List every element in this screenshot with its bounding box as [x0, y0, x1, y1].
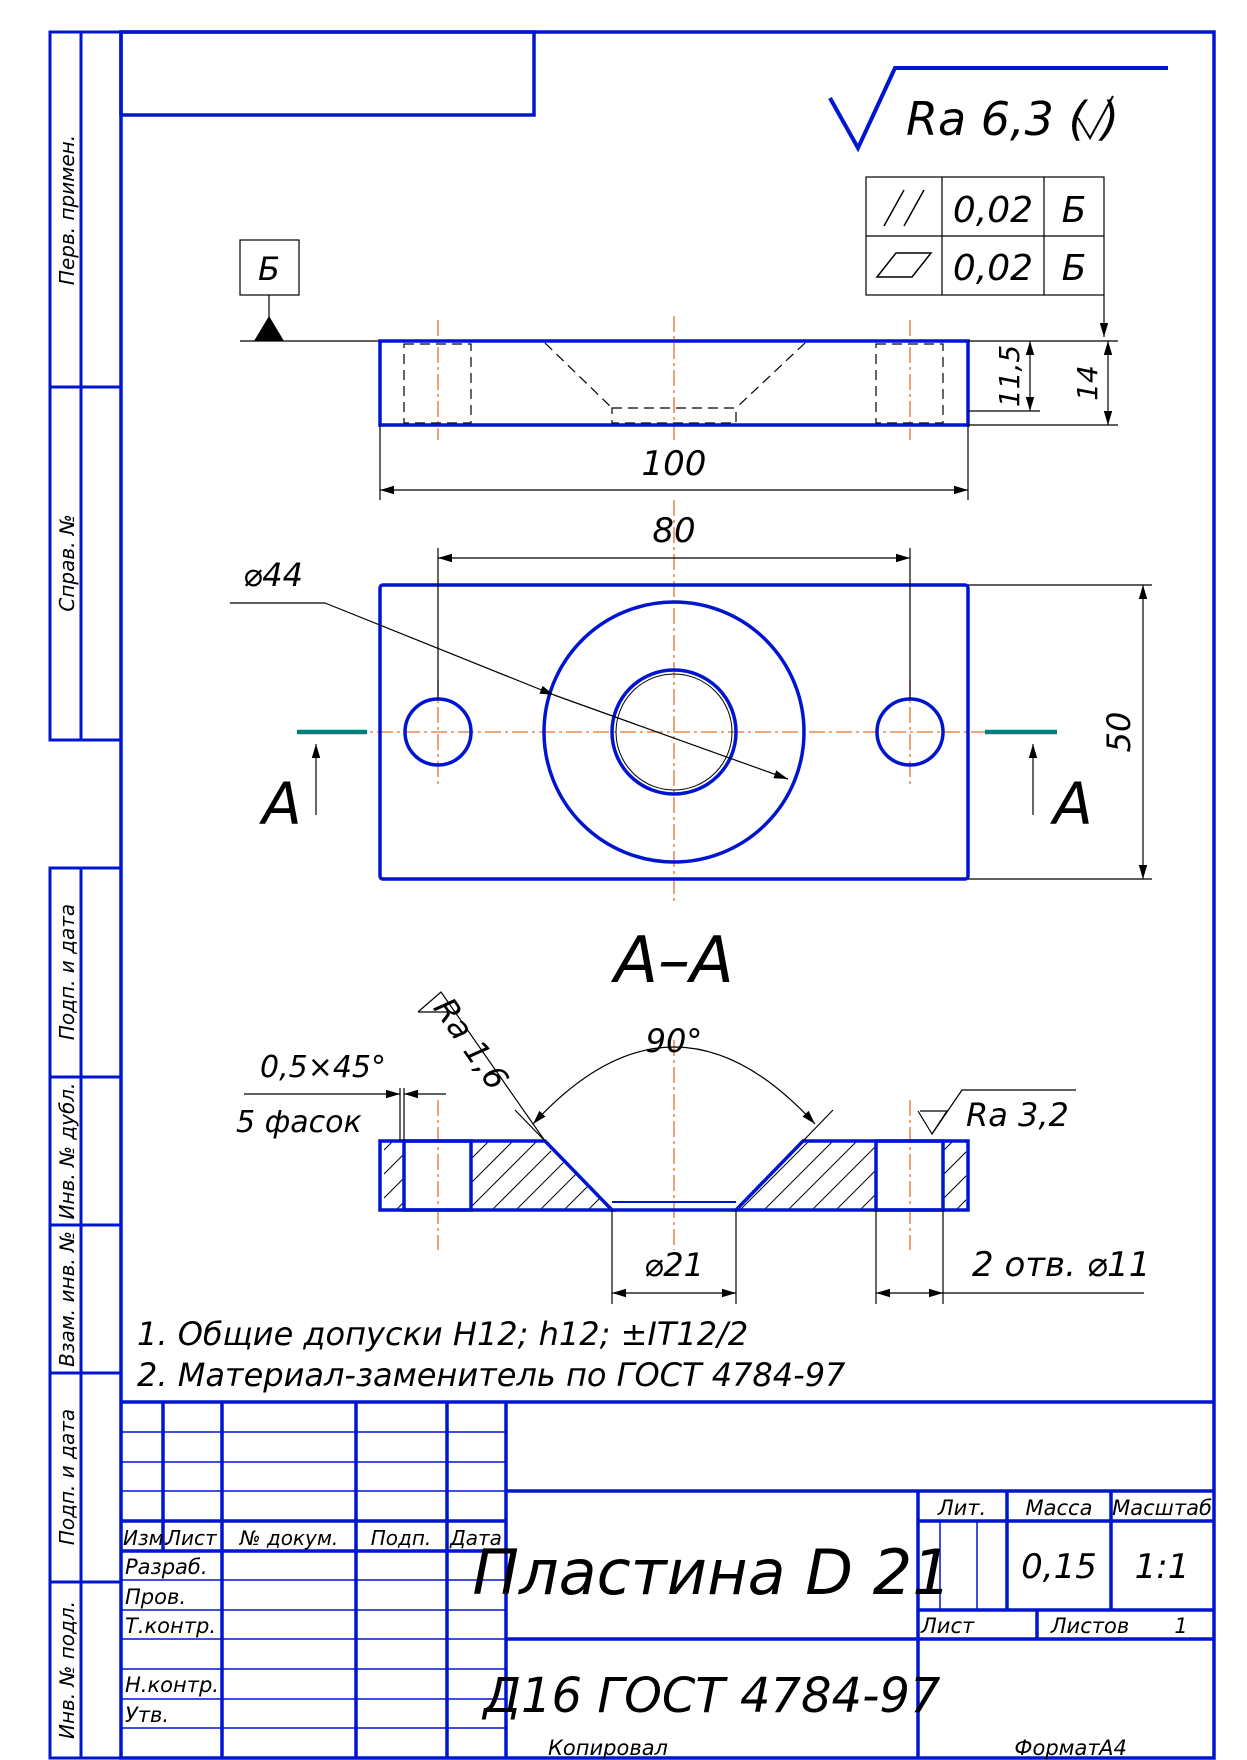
note-2: 2. Материал-заменитель по ГОСТ 4784-97	[137, 1356, 846, 1394]
tb-role-nkontr: Н.контр.	[125, 1673, 219, 1697]
tb-listov-value: 1	[1174, 1614, 1187, 1638]
tb-lit-label: Лит.	[937, 1496, 986, 1520]
datum-b: Б	[239, 239, 380, 342]
parallelism-icon	[883, 189, 925, 227]
countersink-outer	[542, 600, 806, 864]
plan-view: 80 ⌀44 50 А А	[230, 500, 1152, 905]
roughness-check-icon	[1077, 95, 1114, 141]
note-1: 1. Общие допуски Н12; h12; ±IT12/2	[137, 1315, 748, 1353]
strip-perv-primen: Перв. примен.	[55, 135, 79, 285]
tb-header-list: Лист	[165, 1526, 218, 1550]
tb-masshtab-label: Масштаб	[1112, 1496, 1212, 1520]
dim-dia-21: ⌀21	[644, 1246, 704, 1284]
tb-designation: Пластина D 21	[472, 1536, 951, 1609]
dim-dia-44: ⌀44	[243, 556, 303, 594]
tb-material: Д16 ГОСТ 4784-97	[481, 1668, 940, 1724]
datum-label: Б	[258, 250, 280, 288]
section-mark-right: А	[985, 729, 1093, 838]
tb-massa-label: Масса	[1026, 1496, 1093, 1520]
tb-header-izm: Изм.	[123, 1526, 170, 1550]
left-strip-bottom: Подп. и дата Инв. № дубл. Взам. инв. № П…	[48, 866, 123, 1760]
strip-podp-data-2: Подп. и дата	[55, 1409, 79, 1545]
footer-kopiroval: Копировал	[548, 1736, 668, 1760]
section-mark-left: А	[258, 729, 367, 838]
strip-vzam-inv: Взам. инв. №	[55, 1231, 79, 1367]
tb-header-dokum: № докум.	[239, 1526, 339, 1550]
dim-length-100: 100	[642, 444, 707, 484]
dim-80: 80	[652, 511, 695, 551]
title-block: Изм. Лист № докум. Подп. Дата Разраб. Пр…	[121, 1400, 1214, 1758]
dim-11-5: 11,5	[993, 345, 1026, 407]
flatness-icon	[875, 252, 933, 278]
roughness-hole: Ra 3,2	[966, 1096, 1069, 1134]
dim-50: 50	[1100, 712, 1138, 753]
strip-sprav-no: Справ. №	[55, 514, 79, 611]
left-strip-top: Перв. примен. Справ. №	[48, 30, 123, 742]
top-view: 100 11,5 14	[378, 316, 1118, 500]
footer-format-label: Формат	[1014, 1736, 1100, 1760]
tb-header-podp: Подп.	[371, 1526, 432, 1550]
section-hatching	[384, 1141, 966, 1210]
datum-triangle-icon	[254, 316, 284, 341]
tolerance-datum-1: Б	[1062, 190, 1087, 231]
roughness-general-text: Ra 6,3 ( )	[906, 92, 1119, 146]
general-roughness: Ra 6,3 ( )	[828, 66, 1168, 153]
section-label-left: А	[258, 770, 302, 838]
section-aa: А–А	[236, 924, 1150, 1304]
tb-masshtab-value: 1:1	[1135, 1547, 1190, 1587]
footer: Копировал Формат А4	[548, 1736, 1127, 1760]
holes-spec: 2 отв. ⌀11	[972, 1245, 1150, 1285]
tb-list-label: Лист	[920, 1614, 975, 1638]
strip-inv-dubl: Инв. № дубл.	[55, 1083, 79, 1220]
tb-role-prov: Пров.	[125, 1585, 186, 1609]
chamfer-size: 0,5×45°	[260, 1050, 386, 1085]
tolerance-frame: 0,02 Б 0,02 Б	[865, 176, 1109, 337]
tb-header-data: Дата	[449, 1526, 502, 1550]
strip-inv-podl: Инв. № подл.	[55, 1601, 79, 1739]
section-label-right: А	[1049, 770, 1093, 838]
tolerance-value-2: 0,02	[953, 248, 1033, 289]
roughness-chamfer: Ra 1,6	[426, 991, 516, 1097]
tb-role-tkontr: Т.контр.	[125, 1614, 216, 1638]
tb-role-utv: Утв.	[125, 1703, 169, 1727]
tolerance-value-1: 0,02	[953, 190, 1033, 231]
tb-massa-value: 0,15	[1021, 1547, 1097, 1587]
section-title: А–А	[610, 924, 734, 998]
dim-14: 14	[1071, 365, 1104, 401]
angle-90: 90°	[646, 1022, 703, 1060]
chamfer-count: 5 фасок	[236, 1105, 362, 1140]
strip-podp-data-1: Подп. и дата	[55, 904, 79, 1040]
footer-format-value: А4	[1097, 1736, 1127, 1760]
notes: 1. Общие допуски Н12; h12; ±IT12/2 2. Ма…	[137, 1315, 846, 1394]
countersink-inner	[610, 668, 738, 796]
tb-listov-label: Листов	[1050, 1614, 1129, 1638]
tb-role-razrab: Разраб.	[125, 1555, 208, 1579]
tolerance-datum-2: Б	[1062, 248, 1087, 289]
